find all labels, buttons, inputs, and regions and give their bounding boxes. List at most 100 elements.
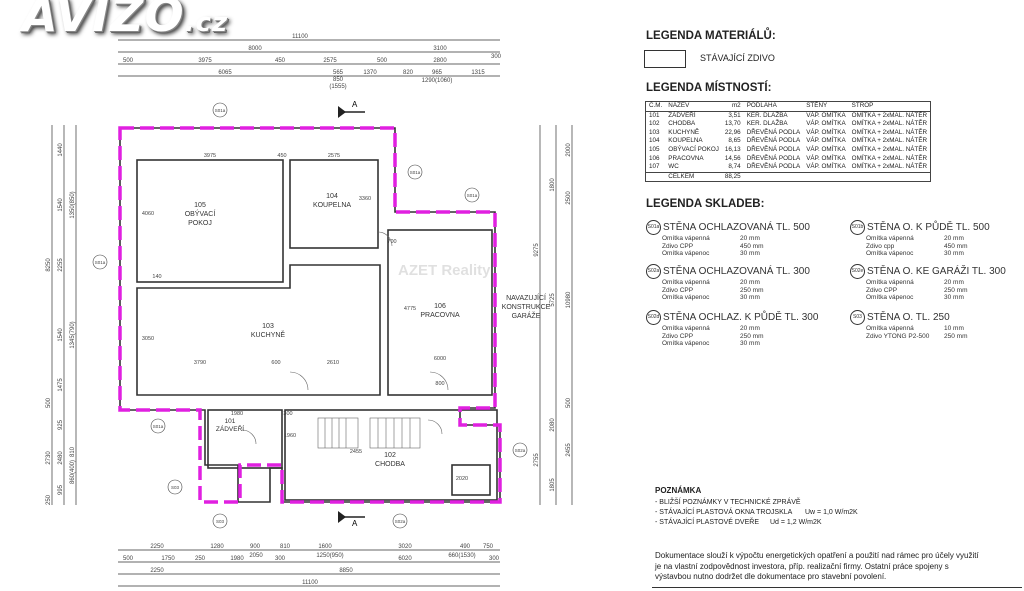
dim: 1315 — [471, 70, 485, 76]
svg-text:POKOJ: POKOJ — [188, 220, 212, 227]
note: POZNÁMKA - BLIŽŠÍ POZNÁMKY V TECHNICKÉ Z… — [655, 486, 858, 528]
svg-text:S01a: S01a — [467, 193, 478, 198]
svg-text:3360: 3360 — [359, 196, 371, 202]
svg-text:103: 103 — [262, 323, 274, 330]
dim: 2800 — [433, 58, 447, 64]
dim: 1980 — [230, 556, 244, 562]
svg-text:800: 800 — [435, 381, 444, 387]
dim: 2250 — [150, 568, 164, 574]
svg-text:2455: 2455 — [350, 449, 362, 455]
svg-text:CHODBA: CHODBA — [375, 461, 405, 468]
dim: 900 — [250, 544, 261, 550]
divider — [652, 587, 1022, 588]
dim: 1440 — [58, 143, 64, 157]
dim: 9275 — [534, 243, 540, 257]
wall-composition-title: STĚNA OCHLAZ. K PŮDĚ TL. 300 — [663, 312, 819, 323]
svg-text:S02a: S02a — [515, 448, 526, 453]
rooms-legend-title: LEGENDA MÍSTNOSTÍ: — [646, 82, 772, 94]
dim: 2050 — [249, 553, 263, 559]
wall-tag: S01b — [850, 220, 865, 235]
table-cell: CHODBA — [668, 120, 696, 128]
stairs — [241, 231, 449, 449]
dim: 500 — [566, 397, 572, 408]
table-cell: VÁP. OMÍTKA — [806, 111, 846, 119]
svg-text:300: 300 — [283, 411, 292, 417]
svg-text:1960: 1960 — [284, 433, 296, 439]
dim: 2455 — [566, 443, 572, 457]
dim: 1600 — [318, 544, 332, 550]
dim: 1475 — [58, 378, 64, 392]
dim: 300 — [489, 556, 500, 562]
svg-text:NAVAZUJÍCÍ: NAVAZUJÍCÍ — [506, 293, 546, 302]
table-cell: KER. DLAŽBA — [746, 111, 788, 119]
svg-text:140: 140 — [152, 274, 161, 280]
svg-text:GARÁŽE: GARÁŽE — [512, 311, 541, 320]
dim: 8250 — [46, 258, 52, 272]
avizo-logo: AVÍZO.cz — [22, 0, 229, 42]
existing-wall-label: STÁVAJÍCÍ ZDIVO — [700, 53, 775, 63]
svg-text:6000: 6000 — [434, 356, 446, 362]
wall-composition-title: STĚNA OCHLAZOVANÁ TL. 500 — [663, 222, 810, 233]
dim: 2755 — [534, 453, 540, 467]
wall-composition-title: STĚNA O. KE GARÁŽI TL. 300 — [867, 266, 1006, 277]
svg-text:KONSTRUKCE: KONSTRUKCE — [502, 304, 551, 311]
table-cell: 8,65 — [728, 137, 741, 145]
table-cell: 8,74 — [728, 163, 741, 171]
dim: 3100 — [433, 46, 447, 52]
dim: 1750 — [161, 556, 175, 562]
svg-text:600: 600 — [271, 360, 280, 366]
dim: 860(400) — [70, 460, 76, 484]
dim: 2480 — [58, 451, 64, 465]
wall-composition-title: STĚNA OCHLAZOVANÁ TL. 300 — [663, 266, 810, 277]
table-cell: DŘEVĚNÁ PODLA — [746, 128, 801, 136]
wall-tag: S02d — [646, 310, 661, 325]
table-cell: 16,13 — [724, 145, 741, 153]
svg-text:OBÝVACÍ: OBÝVACÍ — [185, 209, 216, 218]
dim: 820 — [403, 70, 414, 76]
table-cell: VÁP. OMÍTKA — [806, 154, 846, 162]
table-cell: 22,96 — [724, 128, 741, 136]
svg-text:3050: 3050 — [142, 336, 154, 342]
dim: 1350(850) — [70, 191, 76, 218]
svg-text:S01a: S01a — [215, 108, 226, 113]
table-cell: 101 — [649, 111, 660, 119]
svg-text:104: 104 — [326, 193, 338, 200]
svg-text:A: A — [352, 519, 358, 528]
dim: 250 — [46, 494, 52, 505]
walls — [119, 127, 501, 503]
table-cell: KOUPELNA — [668, 137, 703, 145]
svg-text:102: 102 — [384, 452, 396, 459]
dim: 2500 — [566, 191, 572, 205]
table-cell: 14,56 — [724, 154, 741, 162]
vertical-dimension-labels: 1440 1540 1350(850) 8250 2255 1540 1345(… — [46, 143, 572, 505]
svg-text:S03: S03 — [171, 485, 180, 490]
disclaimer: Dokumentace slouží k výpočtu energetický… — [655, 551, 979, 581]
svg-text:KUCHYNĚ: KUCHYNĚ — [251, 330, 286, 339]
table-cell: OMÍTKA + 2xMAL. NÁTĚR — [851, 154, 928, 162]
table-cell: OMÍTKA + 2xMAL. NÁTĚR — [851, 111, 928, 119]
dim: 8850 — [339, 568, 353, 574]
dim: 1345(790) — [70, 321, 76, 348]
svg-text:3790: 3790 — [194, 360, 206, 366]
svg-text:2610: 2610 — [327, 360, 339, 366]
dim: 500 — [123, 58, 134, 64]
table-cell: 105 — [649, 145, 660, 153]
floor-plan: 11100 8000 3100 500 3975 450 2575 500 28… — [46, 34, 573, 587]
dimension-labels: 11100 8000 3100 500 3975 450 2575 500 28… — [123, 34, 502, 586]
table-cell: DŘEVĚNÁ PODLA — [746, 154, 801, 162]
